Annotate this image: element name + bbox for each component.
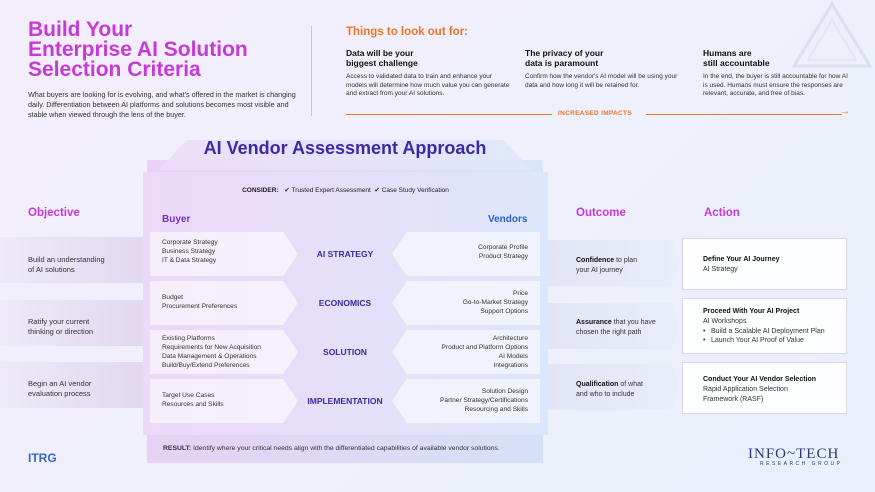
header-divider: [311, 26, 312, 116]
objective-heading: Objective: [28, 207, 80, 219]
thing-text: In the end, the buyer is still accountab…: [703, 73, 848, 97]
consider-line: CONSIDER: ✔ Trusted Expert Assessment ✔ …: [242, 187, 449, 194]
category-ai-strategy: AI STRATEGY: [316, 249, 374, 259]
outcome-item: Qualification of what and who to include: [576, 381, 643, 398]
category-implementation: IMPLEMENTATION: [307, 396, 383, 406]
result-bar: [147, 435, 543, 463]
outcome-item: Assurance that you have chosen the right…: [576, 319, 656, 336]
thing-text: Confirm how the vendor's AI model will b…: [525, 73, 678, 89]
arrow-right-icon: →: [840, 106, 850, 117]
outcome-band: [548, 303, 680, 349]
info-tech-logo-subtitle: RESEARCH GROUP: [760, 461, 843, 467]
triangle-watermark-icon: [791, 1, 873, 68]
outcome-item: Confidence to plan your AI journey: [576, 257, 638, 274]
objective-band: [0, 300, 147, 346]
result-text: RESULT: Identify where your critical nee…: [163, 445, 500, 452]
itrg-logo: ITRG: [28, 451, 57, 465]
check-icon: ✔: [374, 187, 380, 194]
action-heading: Action: [704, 207, 740, 219]
objective-band: [0, 237, 147, 283]
assessment-title: AI Vendor Assessment Approach: [203, 138, 487, 158]
thing-text: Access to validated data to train and en…: [346, 73, 510, 97]
impact-line-right: [646, 114, 842, 115]
things-title: Things to look out for:: [346, 26, 469, 38]
card-top: [158, 140, 532, 170]
intro-text: What buyers are looking for is evolving,…: [28, 90, 296, 119]
info-tech-logo: INFO~TECH: [748, 446, 840, 462]
main-title: Build Your Enterprise AI Solution Select…: [28, 18, 248, 81]
outcome-band: [548, 240, 680, 286]
action-box-journey: Define Your AI Journey AI Strategy: [682, 238, 847, 290]
impact-label: INCREASED IMPACTS: [558, 110, 632, 117]
vendor-heading: Vendors: [488, 214, 528, 225]
action-box-project: Proceed With Your AI Project AI Workshop…: [682, 298, 847, 354]
action-box-selection: Conduct Your AI Vendor Selection Rapid A…: [682, 362, 847, 414]
outcome-band: [548, 364, 680, 410]
impact-line-left: [346, 114, 552, 115]
category-solution: SOLUTION: [323, 347, 367, 357]
category-economics: ECONOMICS: [318, 298, 372, 308]
outcome-heading: Outcome: [576, 207, 626, 219]
objective-band: [0, 362, 147, 408]
buyer-heading: Buyer: [162, 214, 191, 225]
check-icon: ✔: [284, 187, 290, 194]
